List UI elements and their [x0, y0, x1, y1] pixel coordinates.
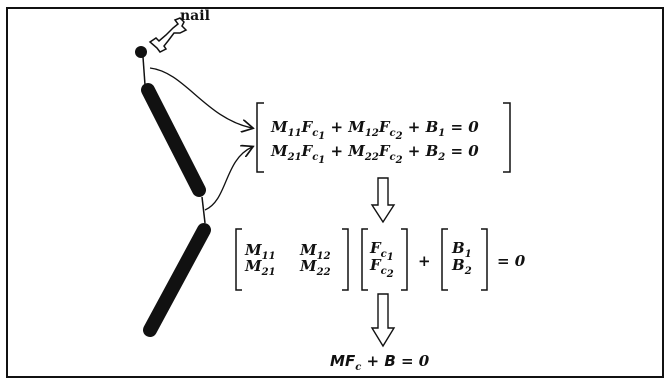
- nail: nail: [148, 8, 210, 53]
- vector-b-row1: B1: [451, 239, 472, 260]
- nail-label: nail: [180, 8, 210, 24]
- vector-b-bracket-left: [441, 228, 448, 291]
- vector-f-bracket-right: [401, 228, 408, 291]
- matrix-form: M11 M12 M21 M22 Fc1 Fc2 + B1 B2 = 0: [235, 228, 526, 291]
- down-arrow-1: [370, 177, 396, 224]
- lower-rod: [143, 223, 211, 337]
- rod-connector: [201, 196, 206, 224]
- matrix-plus: +: [418, 252, 431, 270]
- nail-icon: [148, 17, 188, 53]
- down-arrow-2: [370, 293, 396, 348]
- matrix-equals: = 0: [497, 252, 526, 270]
- matrix-m-bracket-right: [342, 228, 349, 291]
- eq-bracket-right: [503, 102, 511, 173]
- figure-frame: [6, 7, 664, 378]
- matrix-m-bracket-left: [235, 228, 242, 291]
- compact-equation: MFc + B = 0: [330, 352, 430, 373]
- equation-1: M11Fc1 + M12Fc2 + B1 = 0: [270, 118, 479, 142]
- vector-b-row2: B2: [451, 256, 472, 277]
- upper-rod: [141, 83, 206, 197]
- matrix-m-row1: M11 M12: [244, 241, 331, 263]
- vector-f-row1: Fc1: [369, 239, 394, 263]
- rod-hanger: [142, 56, 146, 86]
- vector-f-bracket-left: [361, 228, 368, 291]
- equation-2: M21Fc1 + M22Fc2 + B2 = 0: [270, 142, 479, 166]
- pivot-point: [135, 46, 147, 58]
- matrix-m-row2: M21 M22: [244, 257, 331, 279]
- arrow-upper-to-eq: [149, 67, 252, 128]
- equation-system: M11Fc1 + M12Fc2 + B1 = 0 M21Fc1 + M22Fc2…: [256, 102, 511, 173]
- eq-bracket-left: [256, 102, 264, 173]
- vector-b-bracket-right: [481, 228, 488, 291]
- arrow-lower-to-eq: [204, 147, 252, 211]
- vector-f-row2: Fc2: [369, 256, 394, 280]
